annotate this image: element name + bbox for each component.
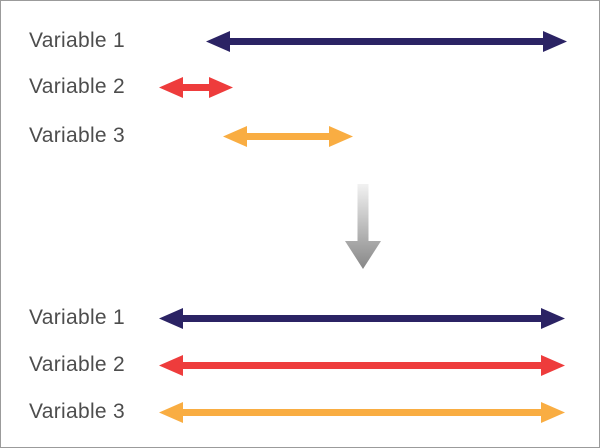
after-variable-2-range-arrow-icon	[159, 354, 565, 376]
after-variable-2-label: Variable 2	[29, 353, 126, 376]
before-variable-2-label: Variable 2	[29, 75, 126, 98]
after-variable-3-label: Variable 3	[29, 400, 126, 423]
before-variable-1-range-arrow-icon	[206, 30, 567, 52]
before-variable-3-range-arrow-icon	[223, 125, 353, 147]
after-variable-1-range-arrow-icon	[159, 307, 565, 329]
after-variable-1-label: Variable 1	[29, 306, 126, 329]
before-variable-3-label: Variable 3	[29, 124, 126, 147]
after-variable-3-range-arrow-icon	[159, 401, 565, 423]
transform-down-arrow-icon	[345, 184, 381, 269]
before-variable-2-range-arrow-icon	[159, 76, 233, 98]
before-variable-1-label: Variable 1	[29, 29, 126, 52]
